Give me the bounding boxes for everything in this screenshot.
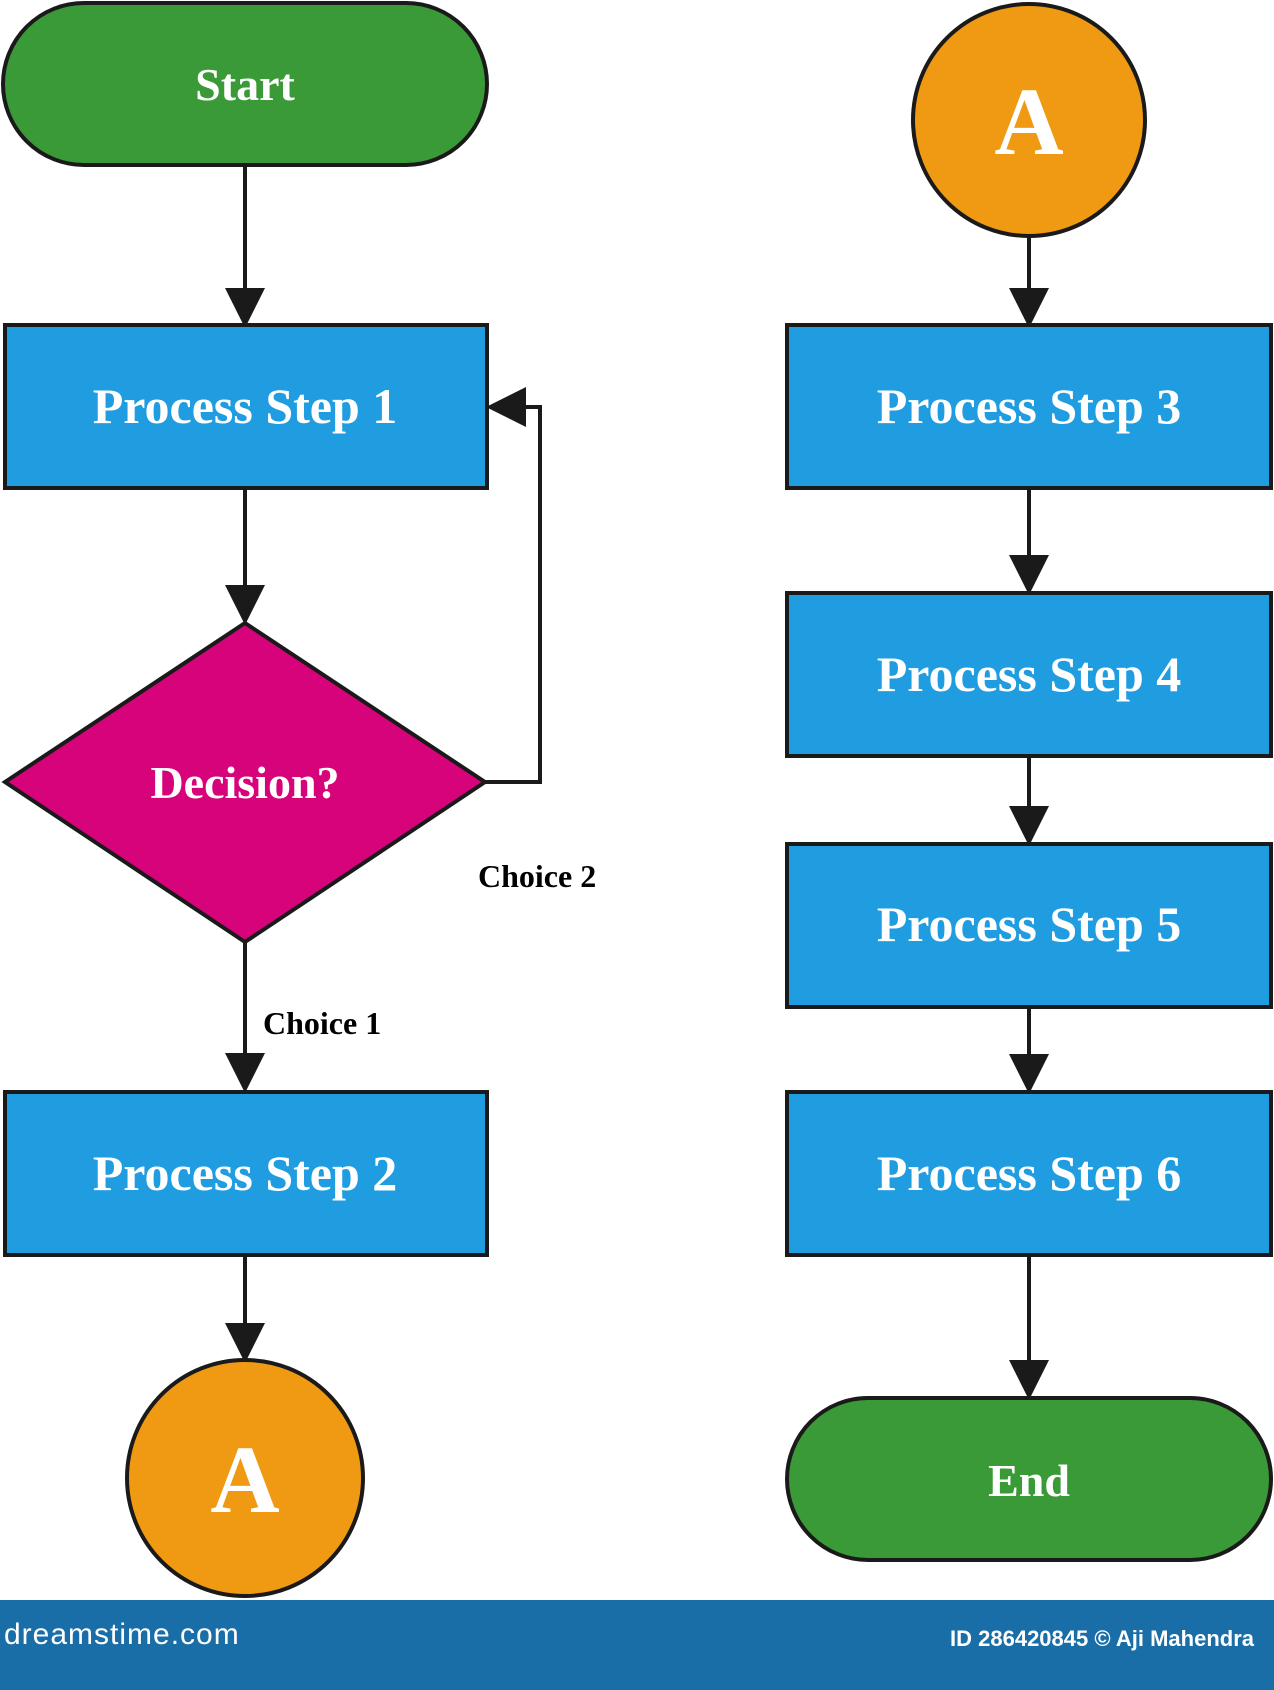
connector-a-in: A: [911, 2, 1147, 238]
process-step-4-label: Process Step 4: [877, 646, 1182, 702]
choice-1-label: Choice 1: [263, 1005, 381, 1041]
footer-brand: dreamstime.com: [4, 1618, 240, 1651]
process-step-2-box: Process Step 2: [3, 1090, 489, 1257]
start-label: Start: [195, 59, 295, 110]
start-terminator: Start: [1, 1, 489, 167]
process-step-5-label: Process Step 5: [877, 896, 1182, 952]
decision-label: Decision?: [150, 757, 339, 808]
connector-a-in-label: A: [994, 68, 1063, 175]
flowchart-diagram: Start Process Step 1 Decision? Choice 2 …: [1, 1, 1273, 1598]
process-step-3-label: Process Step 3: [877, 378, 1182, 434]
process-step-6-box: Process Step 6: [785, 1090, 1273, 1257]
end-label: End: [988, 1455, 1070, 1506]
process-step-3-box: Process Step 3: [785, 323, 1273, 490]
footer-credit: ID 286420845 © Aji Mahendra: [950, 1626, 1254, 1651]
process-step-2-label: Process Step 2: [93, 1145, 398, 1201]
process-step-4-box: Process Step 4: [785, 591, 1273, 758]
decision-diamond: Decision?: [1, 620, 489, 945]
watermark-footer: dreamstime.com ID 286420845 © Aji Mahend…: [0, 1600, 1274, 1690]
choice-2-label: Choice 2: [478, 858, 596, 894]
process-step-1-box: Process Step 1: [3, 323, 489, 490]
connector-a-out: A: [125, 1358, 365, 1598]
process-step-1-label: Process Step 1: [93, 378, 398, 434]
end-terminator: End: [785, 1396, 1273, 1562]
process-step-5-box: Process Step 5: [785, 842, 1273, 1009]
connector-a-out-label: A: [210, 1426, 279, 1533]
process-step-6-label: Process Step 6: [877, 1145, 1182, 1201]
arrow-choice-2-loop-to-process-1: [485, 387, 542, 784]
